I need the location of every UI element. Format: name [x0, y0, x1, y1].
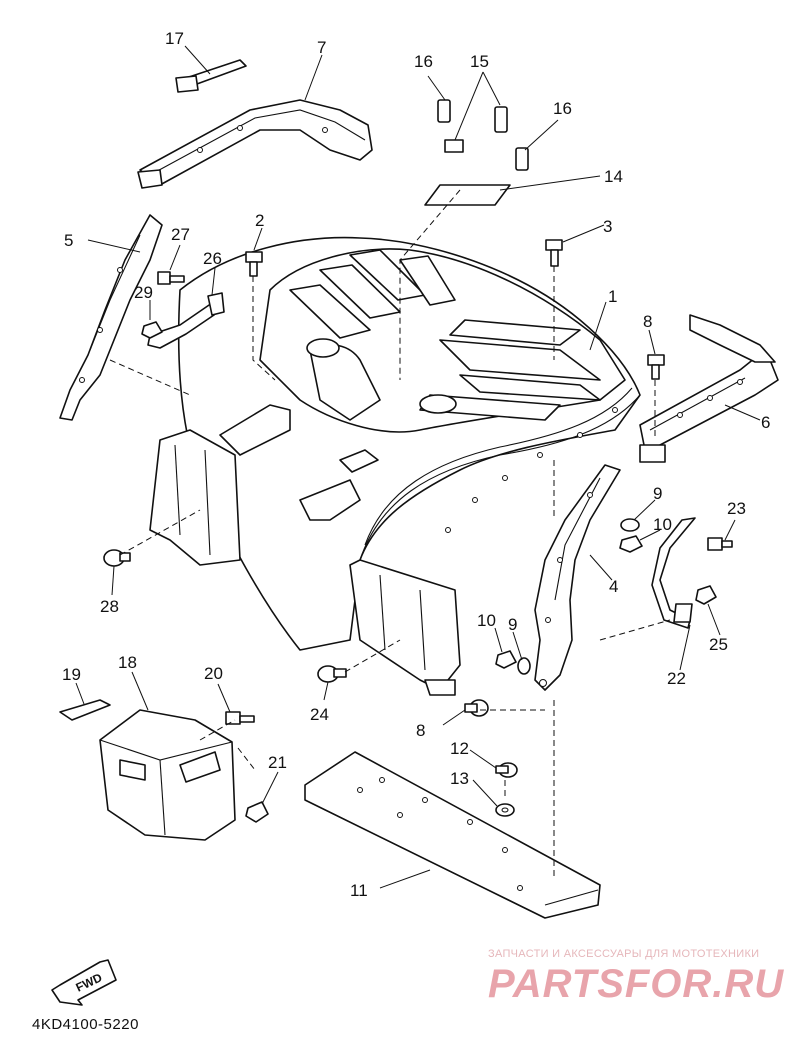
callout-27: 27: [171, 225, 190, 244]
mud-flap-left: [59, 214, 163, 421]
callout-5: 5: [64, 231, 73, 250]
callout-14: 14: [604, 167, 623, 186]
callout-6: 6: [761, 413, 770, 432]
watermark-tagline: ЗАПЧАСТИ И АКСЕССУАРЫ ДЛЯ МОТОТЕХНИКИ: [488, 948, 760, 960]
tool-box: [99, 709, 236, 841]
callout-19: 19: [62, 665, 81, 684]
callout-10-left: 10: [477, 611, 496, 630]
rear-fender: [149, 236, 641, 696]
callout-21: 21: [268, 753, 287, 772]
callout-10-right: 10: [653, 515, 672, 534]
drawing-code: 4KD4100-5220: [32, 1016, 139, 1033]
assembly-lines: [109, 189, 671, 880]
pads: [424, 99, 529, 206]
callout-24: 24: [310, 705, 329, 724]
callout-22: 22: [667, 669, 686, 688]
mud-flap-right: [534, 464, 621, 691]
band: [175, 59, 247, 93]
fwd-arrow-icon: FWD: [51, 959, 117, 1006]
callout-25: 25: [709, 635, 728, 654]
carrier-rail-left: [137, 99, 373, 189]
stay-right: [651, 517, 696, 629]
callout-16-right: 16: [553, 99, 572, 118]
callout-28: 28: [100, 597, 119, 616]
callout-26: 26: [203, 249, 222, 268]
callout-20: 20: [204, 664, 223, 683]
callout-12: 12: [450, 739, 469, 758]
callout-23: 23: [727, 499, 746, 518]
leader-lines: [75, 45, 761, 889]
callout-8-lower: 8: [416, 721, 425, 740]
callout-11: 11: [350, 881, 368, 900]
callout-1: 1: [608, 287, 617, 306]
callout-9-left: 9: [508, 615, 517, 634]
callout-29: 29: [134, 283, 153, 302]
callout-13: 13: [450, 769, 469, 788]
callout-17: 17: [165, 29, 184, 48]
clip: [59, 699, 111, 721]
fasteners: [103, 239, 733, 823]
callout-18: 18: [118, 653, 137, 672]
callout-4: 4: [609, 577, 618, 596]
callout-2: 2: [255, 211, 264, 230]
callout-9-right: 9: [653, 484, 662, 503]
carrier-rail-right: [639, 314, 779, 463]
mud-guard-plate: [304, 751, 601, 919]
watermark-logo: PARTSFOR.RU: [488, 962, 785, 1006]
callout-7: 7: [317, 38, 326, 57]
callout-numbers: 1 2 3 4 5 6 7 8 8 9 9 10 10 11 12 13 14 …: [62, 29, 770, 900]
callout-8-upper: 8: [643, 312, 652, 331]
callout-3: 3: [603, 217, 612, 236]
stay-left: [147, 292, 225, 349]
callout-16-left: 16: [414, 52, 433, 71]
callout-15: 15: [470, 52, 489, 71]
